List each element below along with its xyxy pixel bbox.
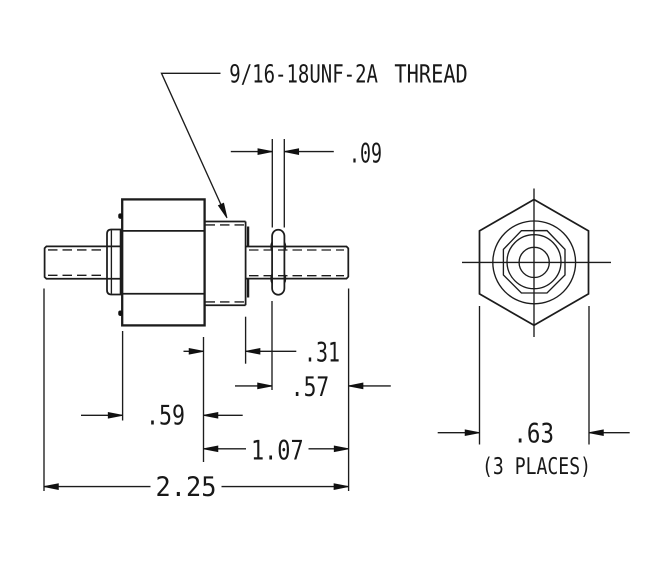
dimension-arrowhead (257, 382, 273, 390)
right-shaft (245, 245, 350, 280)
dimension-arrowhead (203, 411, 219, 419)
dim-63-label: .63 (513, 418, 554, 449)
dimension-arrowhead (348, 382, 364, 390)
dim-09-label: .09 (349, 138, 382, 169)
dimension-arrowhead (257, 148, 273, 155)
middle-circle (506, 234, 562, 290)
places-note: (3 PLACES) (482, 454, 591, 480)
dimension-arrowhead (188, 347, 204, 355)
thread-callout: 9/16-18UNF-2A THREAD (160, 60, 468, 219)
dimension-arrowhead (107, 411, 123, 419)
dim-hex-length: .59 (81, 401, 243, 432)
dimension-arrowhead (333, 483, 349, 490)
hex-body (118, 198, 206, 327)
hex-chamfer-mark-bottom (118, 310, 123, 316)
collar-outline (106, 228, 122, 296)
inner-circle (518, 246, 550, 279)
hexagon-outline (478, 198, 590, 327)
dim-31-label: .31 (304, 338, 340, 369)
dim-overall-length: 2.25 (43, 472, 349, 503)
shaft-outline (245, 245, 350, 280)
dimension-arrowhead (245, 347, 261, 355)
hex-outline (121, 198, 206, 327)
leader-arrowhead (217, 202, 228, 219)
washer-outline (271, 228, 286, 296)
dim-57-label: .57 (291, 372, 329, 403)
dim-225-label: 2.25 (156, 472, 217, 503)
dimension-arrowhead (588, 429, 604, 437)
leader-line (160, 72, 226, 213)
washer-cross-arc (283, 273, 287, 285)
washer-cross-arc (283, 241, 287, 252)
dim-washer-to-end: .57 (235, 372, 391, 403)
dimension-arrowhead (464, 429, 480, 437)
dimension-arrowhead (203, 445, 219, 453)
shaft-outline (43, 245, 123, 280)
right-washer (270, 228, 287, 296)
washer-cross-arc (270, 241, 273, 252)
left-shaft (43, 245, 123, 280)
left-collar (106, 228, 122, 296)
hex-chamfer-mark-top (118, 213, 123, 219)
dim-hex-across-flats: .63 (3 PLACES) (437, 418, 630, 480)
dim-thread-length: .31 (183, 338, 340, 369)
dimension-arrowhead (43, 483, 59, 490)
dim-59-label: .59 (146, 401, 185, 432)
side-view (43, 198, 350, 327)
dim-107-label: 1.07 (251, 436, 304, 467)
washer-cross-arc (270, 273, 273, 285)
dimension-arrowhead (333, 445, 349, 453)
thread-word-text: THREAD (394, 60, 467, 89)
end-view (462, 188, 611, 337)
dim-thread-to-end: 1.07 (203, 436, 349, 467)
extension-lines (43, 139, 590, 491)
dim-washer-width: .09 (230, 138, 382, 169)
outer-circle (492, 220, 577, 305)
octagon-ring (502, 229, 566, 294)
dimension-arrowhead (284, 148, 300, 155)
thread-section (204, 220, 250, 307)
thread-spec-text: 9/16-18UNF-2A (229, 60, 378, 89)
